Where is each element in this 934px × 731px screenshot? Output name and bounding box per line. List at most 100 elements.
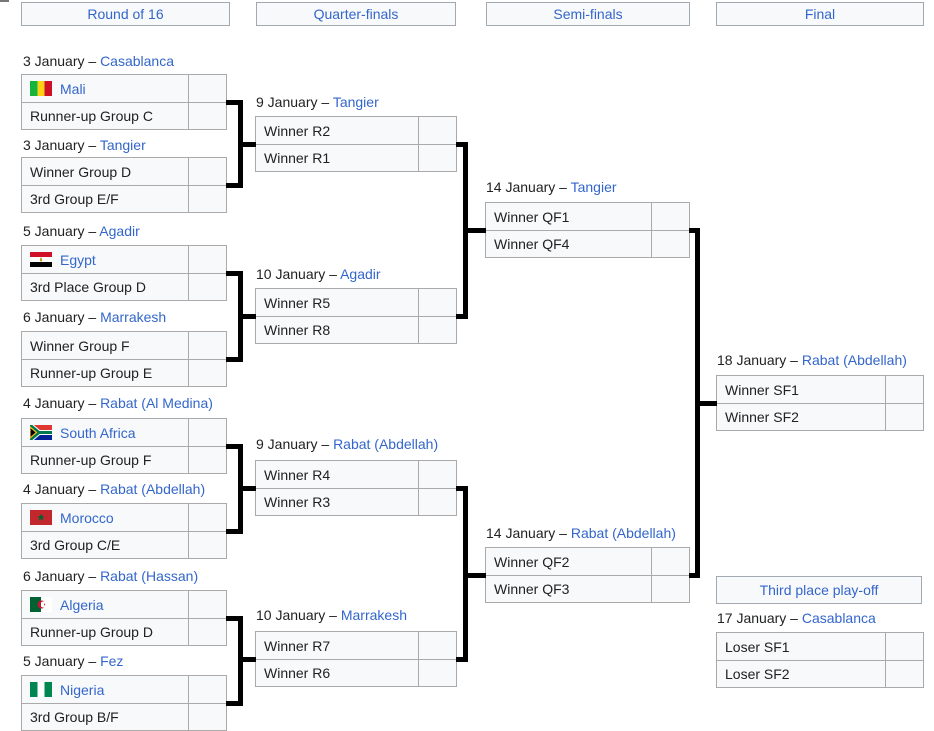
team-link[interactable]: Algeria [60, 596, 104, 613]
score-cell [885, 661, 923, 687]
venue-link[interactable]: Casablanca [801, 610, 876, 626]
match-qf4: Winner R7 Winner R6 [255, 631, 457, 687]
team-cell: Runner-up Group D [22, 624, 188, 640]
team-link[interactable]: Nigeria [60, 681, 105, 698]
match-row: Runner-up Group D [22, 618, 226, 645]
match-row: Winner R3 [256, 488, 456, 515]
match-sf1: Winner QF1 Winner QF4 [485, 202, 690, 258]
venue-link[interactable]: Rabat (Abdellah) [100, 481, 206, 497]
team-cell: Loser SF1 [717, 639, 885, 655]
date-text: 5 January – [23, 223, 97, 239]
match-sf2: Winner QF2 Winner QF3 [485, 547, 690, 603]
venue-link[interactable]: Tangier [99, 137, 146, 153]
venue-link[interactable]: Marrakesh [100, 309, 167, 325]
date-text: 9 January – [256, 436, 330, 452]
match-row: Loser SF1 [717, 633, 923, 660]
venue-link[interactable]: Rabat (Hassan) [100, 568, 199, 584]
venue-link[interactable]: Rabat (Abdellah) [570, 525, 676, 541]
match-date-r16-4: 6 January – Marrakesh [23, 309, 166, 325]
date-text: 14 January – [486, 179, 567, 195]
venue-link[interactable]: Agadir [340, 266, 381, 282]
match-row: Winner Group D [22, 158, 226, 185]
morocco-flag-icon [30, 510, 52, 525]
team-cell: Winner R5 [256, 295, 418, 311]
team-cell: Winner R4 [256, 467, 418, 483]
venue-link[interactable]: Agadir [99, 223, 140, 239]
match-row: Winner SF2 [717, 403, 923, 430]
match-row: Winner R4 [256, 461, 456, 488]
match-row: 3rd Group B/F [22, 703, 226, 730]
round-header-quarter-finals: Quarter-finals [256, 2, 456, 26]
bracket-connector-line [226, 271, 243, 276]
match-date-r16-3: 5 January – Agadir [23, 223, 140, 239]
bracket-connector-line [226, 616, 243, 621]
match-r16-8: Nigeria 3rd Group B/F [21, 675, 227, 731]
match-row: Runner-up Group C [22, 102, 226, 129]
venue-link[interactable]: Fez [100, 653, 124, 669]
bracket-connector-line [695, 401, 717, 406]
match-row: 3rd Group C/E [22, 531, 226, 558]
venue-link[interactable]: Tangier [570, 179, 617, 195]
bracket-connector-line [238, 486, 256, 491]
match-date-sf1: 14 January – Tangier [486, 179, 617, 195]
match-date-qf1: 9 January – Tangier [256, 94, 379, 110]
score-cell [188, 619, 226, 645]
score-cell [188, 332, 226, 359]
date-text: 6 January – [23, 568, 97, 584]
match-r16-5: South Africa Runner-up Group F [21, 418, 227, 474]
team-cell: Morocco [22, 510, 188, 526]
match-row: Runner-up Group F [22, 446, 226, 473]
bracket-connector-line [463, 573, 486, 578]
team-placeholder: Winner R3 [264, 494, 331, 510]
venue-link[interactable]: Rabat (Abdellah) [801, 352, 907, 368]
bracket-connector-line [463, 228, 486, 233]
team-placeholder: 3rd Group B/F [30, 709, 119, 725]
match-row: Runner-up Group E [22, 359, 226, 386]
bracket-connector-line [456, 657, 468, 662]
team-cell: Winner QF4 [486, 236, 651, 252]
team-cell: Winner SF1 [717, 382, 885, 398]
venue-link[interactable]: Casablanca [100, 53, 174, 69]
bracket-connector-line [226, 701, 243, 706]
match-r16-6: Morocco 3rd Group C/E [21, 503, 227, 559]
match-r16-7: Algeria Runner-up Group D [21, 590, 227, 646]
score-cell [885, 404, 923, 430]
venue-link[interactable]: Rabat (Abdellah) [333, 436, 439, 452]
bracket-connector-line [226, 357, 243, 362]
date-text: 6 January – [23, 309, 97, 325]
nigeria-flag-icon [30, 682, 52, 697]
match-date-third-place: 17 January – Casablanca [717, 610, 876, 626]
team-cell: Mali [22, 81, 188, 97]
match-qf3: Winner R4 Winner R3 [255, 460, 457, 516]
score-cell [418, 632, 456, 659]
team-placeholder: Runner-up Group E [30, 365, 153, 381]
team-link[interactable]: Morocco [60, 509, 114, 526]
team-cell: 3rd Group C/E [22, 537, 188, 553]
score-cell [188, 504, 226, 531]
match-date-qf2: 10 January – Agadir [256, 266, 381, 282]
date-text: 5 January – [23, 653, 97, 669]
team-placeholder: Winner Group F [30, 337, 130, 354]
venue-link[interactable]: Rabat (Al Medina) [100, 395, 213, 411]
venue-link[interactable]: Tangier [332, 94, 379, 110]
team-cell: Winner Group F [22, 338, 188, 354]
team-link[interactable]: Mali [60, 80, 86, 97]
team-placeholder: Winner R5 [264, 294, 331, 311]
team-placeholder: Winner SF2 [725, 409, 799, 425]
match-date-r16-7: 6 January – Rabat (Hassan) [23, 568, 198, 584]
match-row: Winner R2 [256, 117, 456, 144]
match-row: Egypt [22, 246, 226, 273]
match-row: Winner QF1 [486, 203, 689, 230]
match-final: Winner SF1 Winner SF2 [716, 375, 924, 431]
team-placeholder: Runner-up Group C [30, 108, 153, 124]
venue-link[interactable]: Marrakesh [340, 607, 407, 623]
team-cell: Winner R2 [256, 123, 418, 139]
match-r16-2: Winner Group D 3rd Group E/F [21, 157, 227, 213]
date-text: 10 January – [256, 266, 337, 282]
third-place-header: Third place play-off [716, 576, 922, 604]
score-cell [188, 103, 226, 129]
match-row: Nigeria [22, 676, 226, 703]
team-link[interactable]: South Africa [60, 424, 136, 441]
score-cell [418, 489, 456, 515]
team-link[interactable]: Egypt [60, 251, 96, 268]
